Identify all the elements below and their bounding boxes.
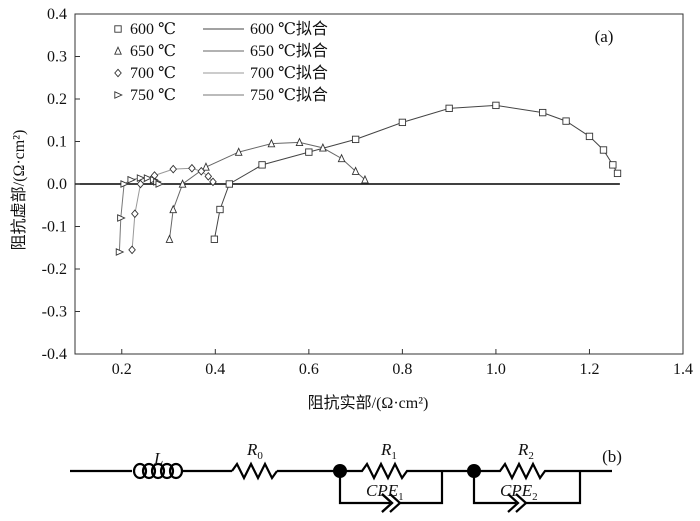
data-point <box>539 108 547 117</box>
data-point <box>258 161 266 169</box>
data-point <box>361 174 369 184</box>
data-point <box>202 162 210 171</box>
data-point <box>492 101 500 110</box>
data-point <box>127 175 137 184</box>
data-markers <box>115 101 622 256</box>
data-point <box>234 147 243 156</box>
x-tick-label: 1.4 <box>673 361 693 378</box>
panel-label-a: (a) <box>595 27 614 46</box>
cpe2-branch-wire <box>526 471 582 505</box>
data-point <box>115 248 125 256</box>
y-tick-label: 0.2 <box>47 91 67 108</box>
y-axis-label: 阻抗虚部/(Ω·cm²) <box>10 130 28 251</box>
cpe1-branch-wire <box>338 471 390 505</box>
data-point <box>117 214 126 222</box>
resistor-r2-symbol <box>474 461 580 481</box>
legend-fit-label: 650 ℃拟合 <box>250 42 328 60</box>
x-tick-label: 1.2 <box>579 361 599 378</box>
legend-marker <box>114 25 122 33</box>
x-axis: 0.2 0.4 0.6 0.8 1.0 1.2 1.4 <box>112 349 693 378</box>
fit-curve-0 <box>213 104 618 240</box>
data-point <box>155 180 165 188</box>
data-point <box>445 104 453 113</box>
data-point <box>204 171 213 181</box>
data-point <box>398 118 407 127</box>
data-point <box>351 166 360 175</box>
data-point <box>131 209 139 219</box>
x-tick-label: 0.6 <box>299 361 319 378</box>
y-tick-label: 0.1 <box>47 134 67 151</box>
data-point <box>143 174 153 182</box>
y-tick-label: 0.0 <box>47 176 67 193</box>
data-point <box>585 132 594 141</box>
legend-label: 750 ℃ <box>130 87 176 104</box>
data-point <box>197 166 206 176</box>
fit-curve-1 <box>169 141 366 240</box>
data-point <box>305 148 313 156</box>
y-tick-label: -0.3 <box>42 304 67 321</box>
data-point <box>120 180 129 188</box>
label-r1: R1 <box>380 440 397 462</box>
y-tick-label: 0.3 <box>47 49 67 66</box>
legend-marker <box>114 46 122 55</box>
fit-curves <box>118 104 618 253</box>
x-tick-label: 0.8 <box>392 361 412 378</box>
legend-marker <box>114 68 122 78</box>
data-point <box>128 245 136 255</box>
data-point <box>136 174 146 182</box>
data-point <box>136 179 145 189</box>
data-point <box>216 205 224 214</box>
data-point <box>337 153 346 163</box>
data-point <box>188 163 196 173</box>
cpe2-branch-wire <box>472 471 516 505</box>
legend-label: 600 ℃ <box>130 21 176 38</box>
data-point <box>169 204 178 214</box>
x-tick-label: 1.0 <box>486 361 506 378</box>
data-point <box>267 138 276 148</box>
y-tick-label: -0.2 <box>42 261 67 278</box>
data-point <box>210 235 219 243</box>
legend: 600 ℃ 600 ℃拟合 650 ℃ 650 ℃拟合 700 ℃ 700 ℃拟合 750 … <box>114 20 328 104</box>
legend-label: 650 ℃ <box>130 43 176 60</box>
resistor-r1-symbol <box>340 461 442 481</box>
legend-fit-label: 600 ℃拟合 <box>250 20 328 38</box>
label-r0: R0 <box>246 440 263 462</box>
panel-label-b: (b) <box>602 447 622 466</box>
label-cpe1: CPE1 <box>366 481 404 503</box>
data-point <box>351 135 360 144</box>
data-point <box>165 234 174 243</box>
data-point <box>609 161 617 169</box>
label-l: L <box>153 449 163 468</box>
data-point <box>599 146 608 154</box>
resistor-r0-symbol <box>231 461 278 481</box>
y-tick-label: 0.4 <box>47 6 67 23</box>
legend-fit-label: 700 ℃拟合 <box>250 64 328 82</box>
data-point <box>613 169 622 178</box>
circuit-node <box>333 464 347 478</box>
label-r2: R2 <box>517 440 534 462</box>
data-point <box>169 164 178 174</box>
y-tick-label: -0.4 <box>42 346 67 363</box>
legend-fit-label: 750 ℃拟合 <box>250 86 328 104</box>
legend-label: 700 ℃ <box>130 65 176 82</box>
cpe1-branch-wire <box>400 471 444 505</box>
equivalent-circuit <box>70 461 612 513</box>
data-point <box>318 142 327 152</box>
data-point <box>209 177 217 187</box>
legend-marker <box>114 91 123 99</box>
data-point <box>225 180 233 188</box>
x-tick-label: 0.4 <box>205 361 225 378</box>
data-point <box>562 117 570 125</box>
label-cpe2: CPE2 <box>500 481 538 503</box>
circuit-node <box>467 464 481 478</box>
y-axis: 0.4 0.3 0.2 0.1 0.0 -0.1 -0.2 -0.3 -0.4 <box>42 6 80 363</box>
y-tick-label: -0.1 <box>42 219 67 236</box>
x-axis-label: 阻抗实部/(Ω·cm²) <box>308 394 429 412</box>
x-tick-label: 0.2 <box>112 361 132 378</box>
data-point <box>295 137 304 147</box>
data-point <box>178 179 187 188</box>
